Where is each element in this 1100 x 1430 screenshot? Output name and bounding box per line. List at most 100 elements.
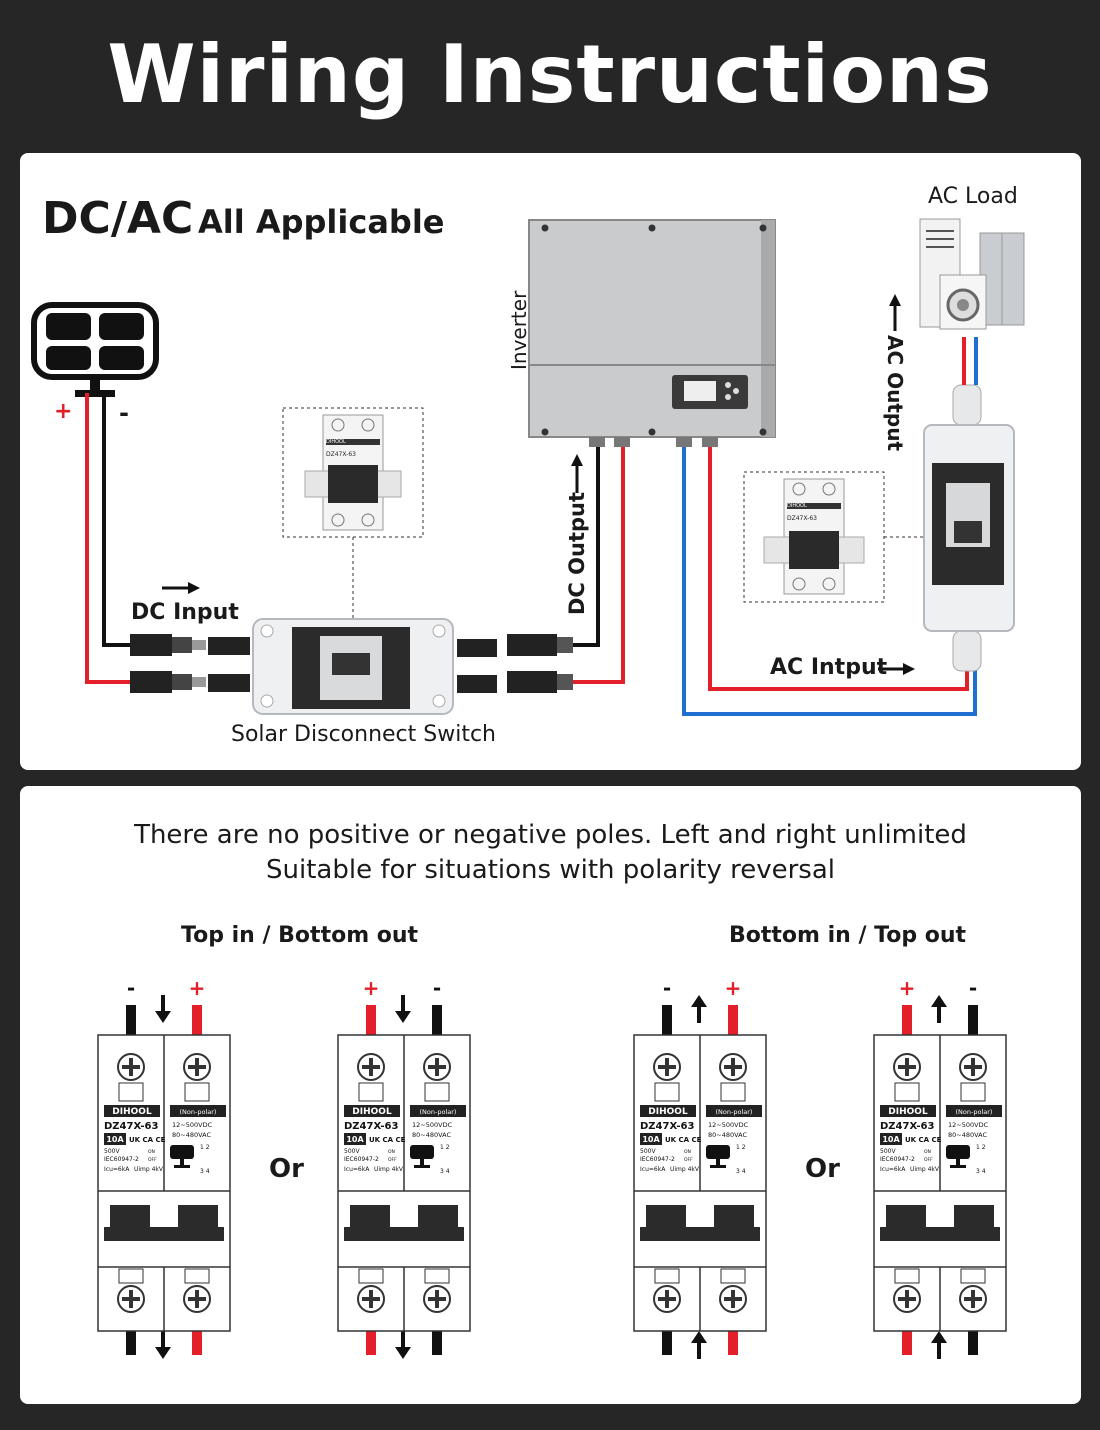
group-label-top-in: Top in / Bottom out xyxy=(181,923,419,948)
breaker-uimp: Uimp 4kV xyxy=(374,1166,404,1173)
breaker-standard: IEC60947-2 xyxy=(880,1156,915,1163)
polarity-note-line2: Suitable for situations with polarity re… xyxy=(266,855,835,885)
breaker-rating: 10A xyxy=(882,1135,900,1144)
negative-marker: - xyxy=(119,399,129,427)
breaker-rating: 10A xyxy=(642,1135,660,1144)
breaker-dc-range: 12~500VDC xyxy=(708,1121,749,1129)
breaker-brand: DIHOOL xyxy=(112,1107,152,1117)
ac-load-label: AC Load xyxy=(928,184,1018,209)
solar-disconnect-switch-box xyxy=(252,618,454,715)
polarity-marker: - xyxy=(969,981,977,1000)
breaker-off-mark: OFF xyxy=(388,1157,397,1163)
dc-input-label: DC Input xyxy=(131,600,239,625)
breaker-dc-range: 12~500VDC xyxy=(412,1121,453,1129)
breaker-model: DZ47X-63 xyxy=(344,1121,398,1132)
breaker-standard: IEC60947-2 xyxy=(640,1156,675,1163)
breaker-icu: Icu=6kA xyxy=(880,1166,906,1173)
wiring-diagram: DIHOOL DZ47X-63 xyxy=(31,218,1025,716)
polarity-panel: There are no positive or negative poles.… xyxy=(20,786,1081,1404)
breaker-standard: IEC60947-2 xyxy=(104,1156,139,1163)
breaker-dc-range: 12~500VDC xyxy=(948,1121,989,1129)
polarity-marker: + xyxy=(189,981,206,1000)
breaker-voltage: 500V xyxy=(344,1148,360,1155)
breaker-nonpolar-tag: (Non-polar) xyxy=(420,1108,457,1116)
breaker-rating: 10A xyxy=(106,1135,124,1144)
heading-dc-ac: DC/AC xyxy=(42,193,194,244)
breaker-voltage: 500V xyxy=(880,1148,896,1155)
breaker-on-mark: ON xyxy=(148,1149,155,1155)
positive-marker: + xyxy=(54,399,73,424)
breaker-on-mark: ON xyxy=(684,1149,691,1155)
mc4-connector-input xyxy=(130,634,250,693)
breaker-terminal-top: 1 2 xyxy=(440,1144,450,1151)
breaker-ac-range: 80~480VAC xyxy=(172,1131,211,1139)
solar-panel-icon xyxy=(31,302,159,397)
breaker-brand: DIHOOL xyxy=(648,1107,688,1117)
breaker-nonpolar-tag: (Non-polar) xyxy=(716,1108,753,1116)
dc-breaker-model: DZ47X-63 xyxy=(326,451,356,458)
breaker-voltage: 500V xyxy=(104,1148,120,1155)
group-label-bottom-in: Bottom in / Top out xyxy=(729,923,967,948)
polarity-marker: + xyxy=(899,981,916,1000)
breaker-brand: DIHOOL xyxy=(888,1107,928,1117)
breaker-marks: UK CA CE xyxy=(129,1136,166,1144)
breaker-icu: Icu=6kA xyxy=(344,1166,370,1173)
polarity-marker: + xyxy=(725,981,742,1000)
breaker-terminal-bottom: 3 4 xyxy=(440,1168,450,1175)
page-title: Wiring Instructions xyxy=(107,28,993,121)
breaker-on-mark: ON xyxy=(924,1149,931,1155)
breaker-terminal-top: 1 2 xyxy=(200,1144,210,1151)
breaker-icu: Icu=6kA xyxy=(640,1166,666,1173)
breaker-marks: UK CA CE xyxy=(905,1136,942,1144)
breaker-brand: DIHOOL xyxy=(352,1107,392,1117)
breaker-ac-range: 80~480VAC xyxy=(708,1131,747,1139)
breaker-terminal-bottom: 3 4 xyxy=(976,1168,986,1175)
breaker-terminal-top: 1 2 xyxy=(976,1144,986,1151)
breaker-model: DZ47X-63 xyxy=(880,1121,934,1132)
ac-load-appliances-icon xyxy=(919,218,1025,330)
breaker-on-mark: ON xyxy=(388,1149,395,1155)
ac-breaker-enclosure xyxy=(923,384,1015,672)
breaker-marks: UK CA CE xyxy=(665,1136,702,1144)
ac-input-label: AC Intput xyxy=(770,655,888,680)
dc-breaker-thumbnail xyxy=(304,414,402,531)
breaker-marks: UK CA CE xyxy=(369,1136,406,1144)
breaker-uimp: Uimp 4kV xyxy=(670,1166,700,1173)
dc-breaker-brand: DIHOOL xyxy=(326,439,346,445)
breaker-ac-range: 80~480VAC xyxy=(412,1131,451,1139)
dc-output-label: DC Output xyxy=(565,491,589,615)
breaker-dc-range: 12~500VDC xyxy=(172,1121,213,1129)
breaker-model: DZ47X-63 xyxy=(104,1121,158,1132)
polarity-note-line1: There are no positive or negative poles.… xyxy=(134,820,967,850)
breaker-terminal-bottom: 3 4 xyxy=(736,1168,746,1175)
breaker-model: DZ47X-63 xyxy=(640,1121,694,1132)
polarity-marker: + xyxy=(363,981,380,1000)
mc4-connector-output xyxy=(457,634,573,693)
breaker-off-mark: OFF xyxy=(684,1157,693,1163)
ac-output-label: AC Output xyxy=(883,335,907,452)
breaker-example-2: + - DIHOOL (Non-polar) DZ47X-63 10A UK CA CE 12… xyxy=(337,981,471,1359)
heading-all-applicable: All Applicable xyxy=(198,203,445,241)
breaker-voltage: 500V xyxy=(640,1148,656,1155)
breaker-uimp: Uimp 4kV xyxy=(910,1166,940,1173)
ac-breaker-model: DZ47X-63 xyxy=(787,515,817,522)
breaker-ac-range: 80~480VAC xyxy=(948,1131,987,1139)
breaker-standard: IEC60947-2 xyxy=(344,1156,379,1163)
solar-disconnect-switch-label: Solar Disconnect Switch xyxy=(231,722,496,747)
breaker-example-1: - + DIHOOL (Non-polar) DZ47X-63 10A UK CA CE 12… xyxy=(97,981,231,1359)
ac-breaker-thumbnail xyxy=(763,478,865,595)
breaker-uimp: Uimp 4kV xyxy=(134,1166,164,1173)
inverter-label: Inverter xyxy=(507,290,531,370)
breaker-terminal-top: 1 2 xyxy=(736,1144,746,1151)
breaker-terminal-bottom: 3 4 xyxy=(200,1168,210,1175)
breaker-rating: 10A xyxy=(346,1135,364,1144)
or-label-left: Or xyxy=(269,1154,304,1184)
polarity-marker: - xyxy=(127,981,135,1000)
polarity-marker: - xyxy=(433,981,441,1000)
ac-breaker-brand: DIHOOL xyxy=(787,503,807,509)
breaker-nonpolar-tag: (Non-polar) xyxy=(180,1108,217,1116)
wiring-diagram-panel: DC/AC All Applicable xyxy=(20,153,1081,770)
breaker-example-3: - + DIHOOL (Non-polar) DZ47X-63 10A UK CA CE 12… xyxy=(633,981,767,1359)
polarity-marker: - xyxy=(663,981,671,1000)
